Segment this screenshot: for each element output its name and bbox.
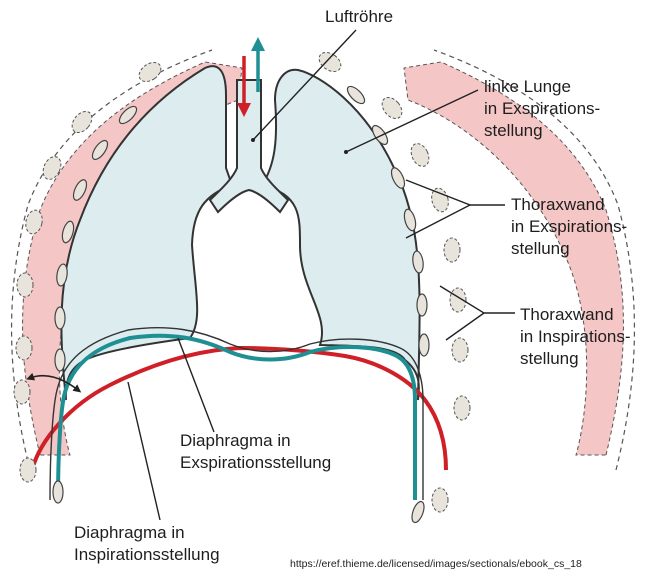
diaphragm-expiration-label: Diaphragma in Exspirationsstellung bbox=[180, 430, 331, 474]
chest-wall-inspiration-label: Thoraxwand in Inspirations- stellung bbox=[520, 304, 631, 370]
left-lung-label: linke Lunge in Exspirations- stellung bbox=[484, 76, 600, 142]
diaphragm-inspiration-label: Diaphragma in Inspirationsstellung bbox=[74, 522, 220, 566]
trachea-label: Luftröhre bbox=[325, 6, 393, 28]
source-url: https://eref.thieme.de/licensed/images/s… bbox=[290, 558, 582, 571]
chest-wall-expiration-label: Thoraxwand in Exspirations- stellung bbox=[511, 194, 627, 260]
